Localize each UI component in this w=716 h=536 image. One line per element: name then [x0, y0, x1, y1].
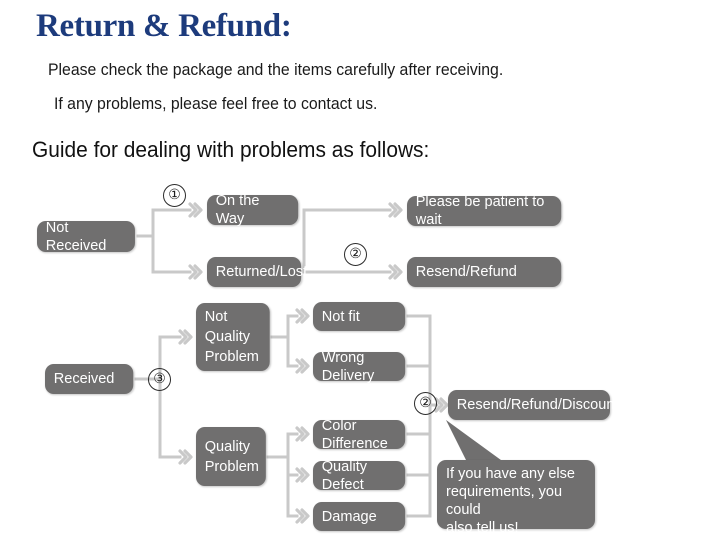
node-damage: Damage [313, 502, 406, 531]
callout-bubble: If you have any else requirements, you c… [437, 460, 595, 536]
node-received: Received [45, 364, 134, 394]
node-not-received: Not Received [37, 219, 135, 254]
step-marker-3: ③ [148, 368, 171, 391]
node-resend-refund: Resend/Refund [407, 257, 562, 287]
node-returned-lost: Returned/Lost [207, 257, 307, 287]
node-not-quality-problem: Not Quality Problem [196, 303, 270, 371]
node-color-difference: Color Difference [313, 417, 406, 452]
node-on-the-way: On the Way [207, 192, 299, 227]
page-title: Return & Refund: [36, 8, 292, 44]
intro-line-1: Please check the package and the items c… [48, 60, 504, 79]
step-marker-2-bottom: ② [414, 392, 437, 415]
step-marker-2-top: ② [344, 243, 367, 266]
guide-heading: Guide for dealing with problems as follo… [32, 137, 430, 162]
node-quality-defect: Quality Defect [313, 458, 406, 493]
intro-line-2: If any problems, please feel free to con… [54, 94, 378, 113]
node-please-be-patient-to-wait: Please be patient to wait [407, 193, 562, 228]
node-resend-refund-discount: Resend/Refund/Discount [448, 390, 618, 420]
node-wrong-delivery: Wrong Delivery [313, 349, 406, 384]
callout-tail [446, 420, 512, 468]
node-quality-problem: Quality Problem [196, 427, 266, 486]
step-marker-1: ① [163, 184, 186, 207]
node-not-fit: Not fit [313, 302, 406, 331]
